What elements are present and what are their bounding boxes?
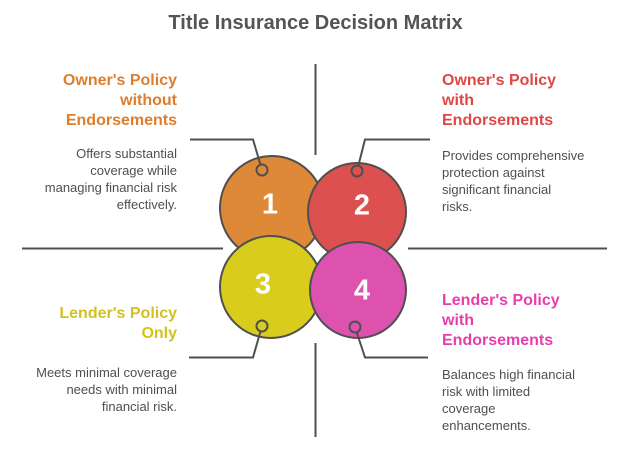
quadrant-4-description: Balances high financial risk with limite… bbox=[442, 367, 575, 433]
connector-dot-4 bbox=[348, 320, 362, 334]
connector-dot-2 bbox=[350, 164, 364, 178]
quadrant-1-description: Offers substantial coverage while managi… bbox=[44, 146, 177, 212]
circle-2-number: 2 bbox=[353, 189, 371, 222]
page-title: Title Insurance Decision Matrix bbox=[168, 12, 463, 34]
quadrant-2-description: Provides comprehensive protection agains… bbox=[442, 148, 585, 214]
quadrant-1-heading: Owner's Policy without Endorsements bbox=[62, 72, 177, 129]
connector-line-1 bbox=[190, 138, 263, 171]
connector-line-2 bbox=[356, 138, 430, 172]
quadrant-2-heading: Owner's Policy with Endorsements bbox=[442, 72, 557, 129]
connector-line-3 bbox=[189, 325, 263, 359]
connector-dot-1 bbox=[255, 163, 269, 177]
quadrant-3-heading: Lender's Policy Only bbox=[59, 305, 177, 342]
connector-dot-3 bbox=[255, 319, 269, 333]
circle-1-number: 1 bbox=[261, 188, 279, 221]
quadrant-4-heading: Lender's Policy with Endorsements bbox=[442, 292, 560, 349]
circle-4-number: 4 bbox=[353, 274, 371, 307]
connector-line-4 bbox=[354, 326, 428, 359]
quadrant-3-description: Meets minimal coverage needs with minima… bbox=[36, 365, 177, 414]
circle-3-number: 3 bbox=[254, 268, 272, 301]
